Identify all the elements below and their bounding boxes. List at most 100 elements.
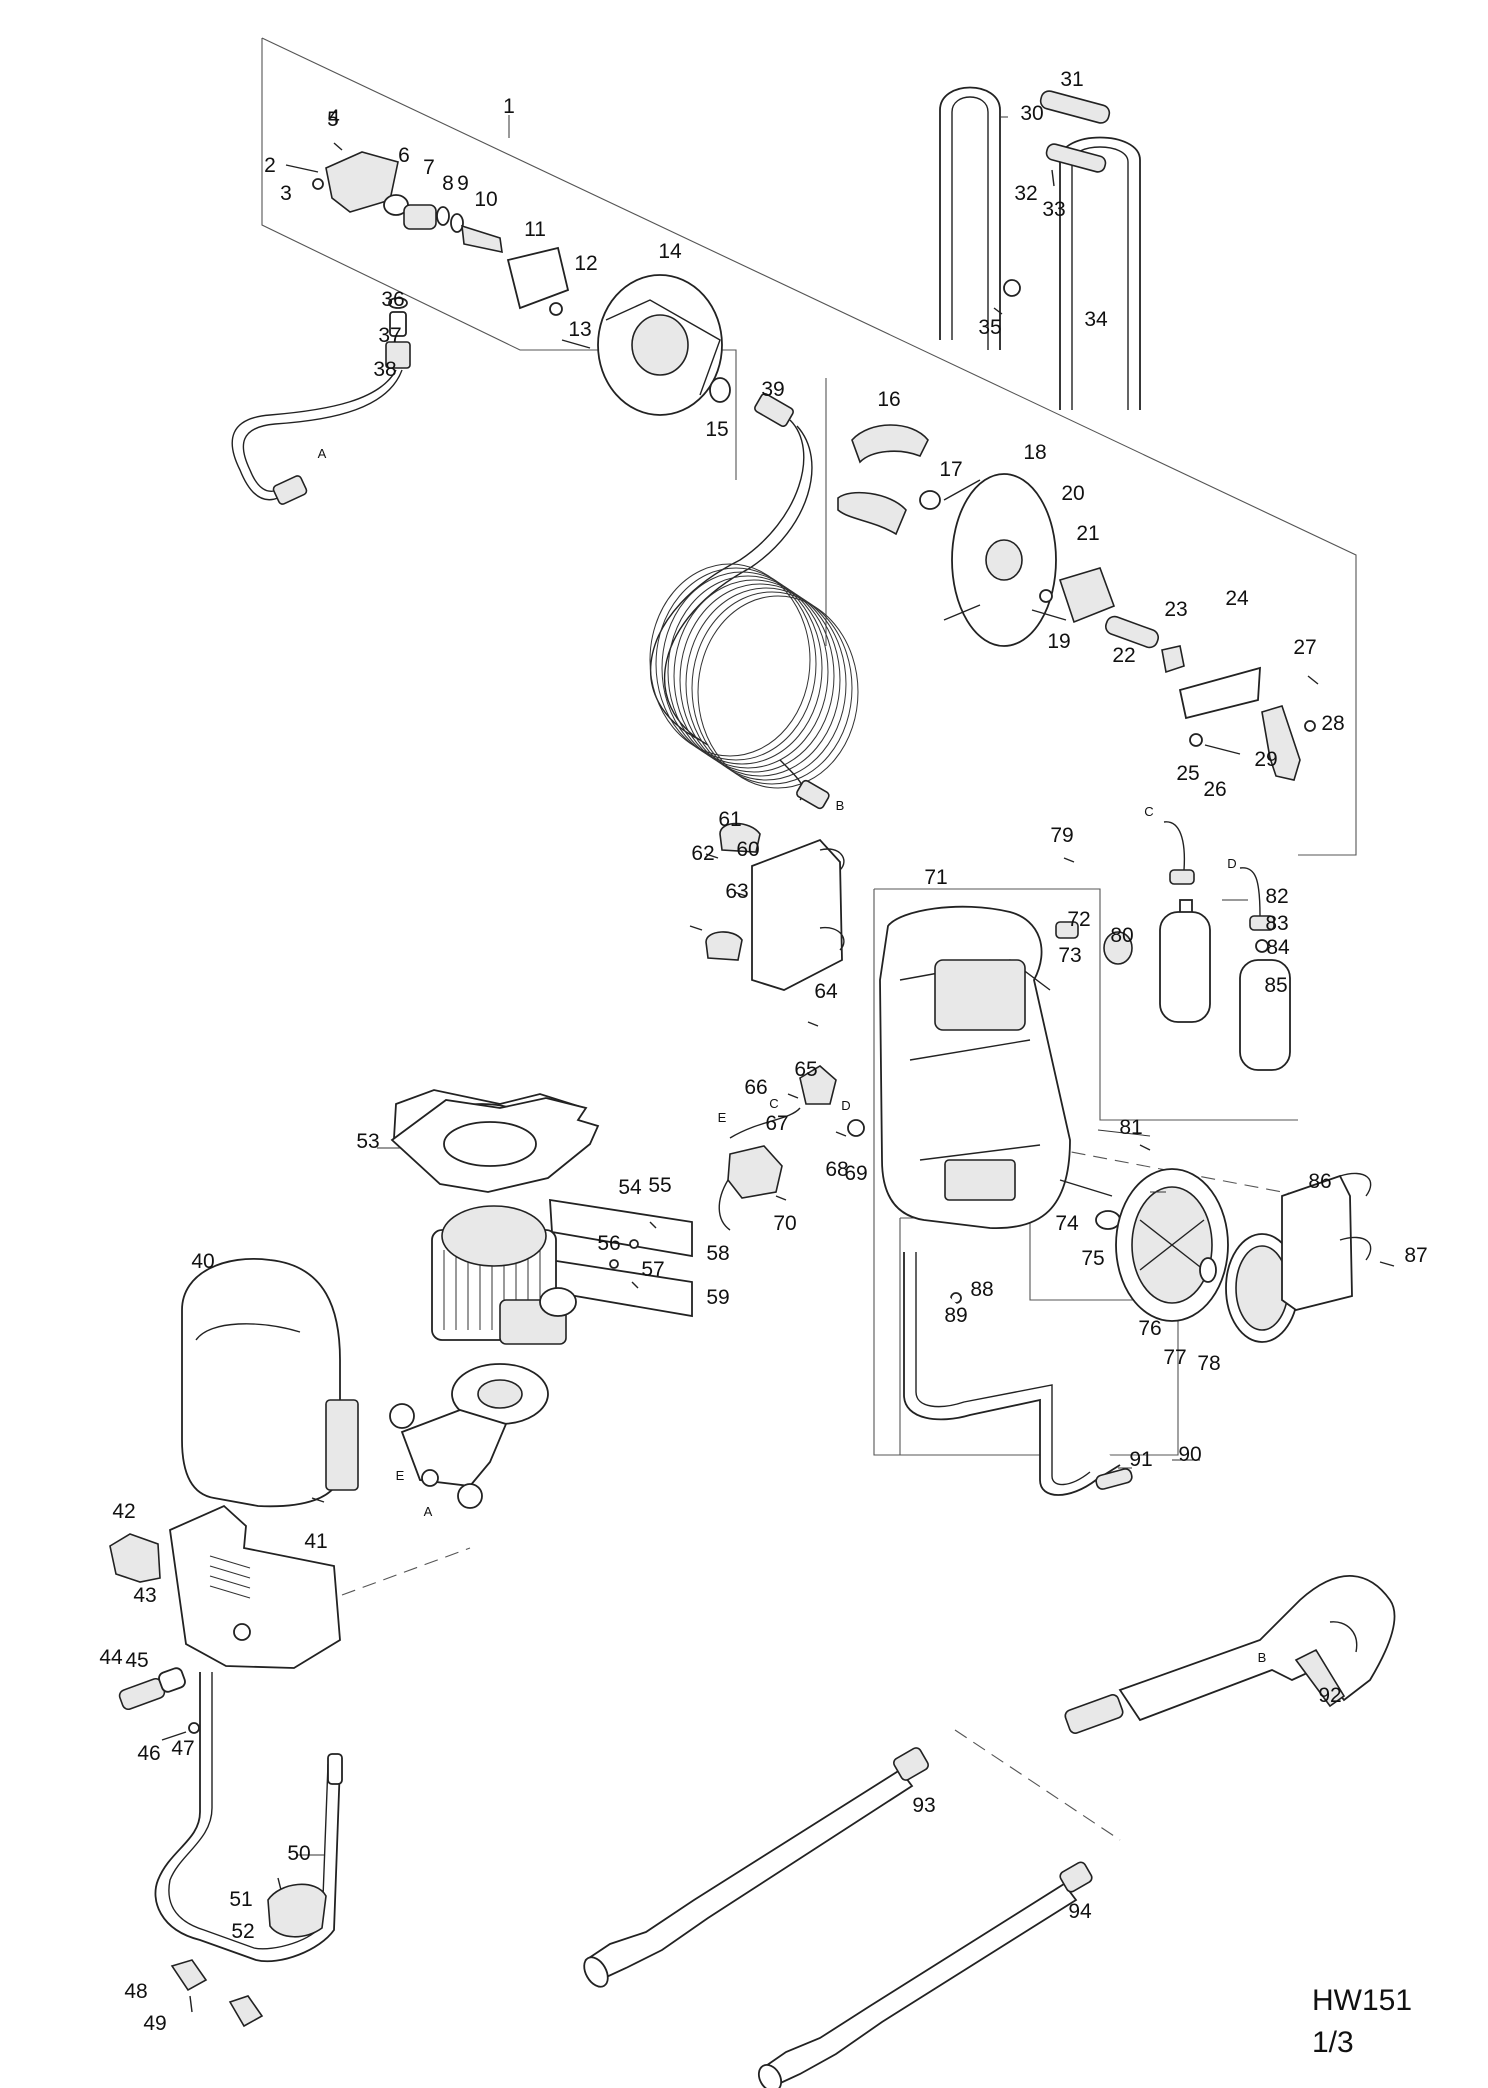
- part-label-58: 58: [706, 1242, 729, 1265]
- part-label-24: 24: [1225, 587, 1249, 610]
- part-label-1: 1: [503, 95, 515, 118]
- part-label-28: 28: [1321, 712, 1344, 735]
- part-label-15: 15: [705, 418, 728, 441]
- part-label-6: 6: [398, 144, 410, 167]
- part-label-67: 67: [765, 1112, 788, 1135]
- part-label-23: 23: [1164, 598, 1187, 621]
- part-label-43: 43: [133, 1584, 156, 1607]
- part-label-3: 3: [280, 182, 292, 205]
- connection-letter-c: C: [769, 1096, 778, 1111]
- part-label-7: 7: [423, 156, 435, 179]
- part-label-12: 12: [574, 252, 597, 275]
- part-label-84: 84: [1266, 936, 1290, 959]
- part-label-40: 40: [191, 1250, 214, 1273]
- part-label-11: 11: [524, 218, 546, 241]
- part-label-57: 57: [641, 1258, 664, 1281]
- handle-top-assembly: [939, 86, 1141, 410]
- part-label-56: 56: [597, 1232, 620, 1255]
- part-label-87: 87: [1404, 1244, 1427, 1267]
- lance-assemblies: [583, 1747, 1093, 2088]
- assembly-frames: [261, 37, 1357, 1841]
- inlet-hose-assembly: [231, 297, 411, 505]
- part-label-74: 74: [1055, 1212, 1079, 1235]
- part-label-89: 89: [944, 1304, 967, 1327]
- hose-coil-assembly: [649, 393, 859, 810]
- part-label-30: 30: [1020, 102, 1043, 125]
- detergent-bottles: [1103, 821, 1291, 1071]
- part-label-33: 33: [1042, 198, 1065, 221]
- part-label-47: 47: [171, 1737, 194, 1760]
- part-label-51: 51: [229, 1888, 252, 1911]
- part-label-44: 44: [99, 1646, 123, 1669]
- coupler-assembly: [118, 1667, 200, 1741]
- trigger-gun: [1064, 1575, 1396, 1734]
- part-label-36: 36: [381, 288, 404, 311]
- part-label-8: 8: [442, 172, 454, 195]
- part-label-48: 48: [124, 1980, 147, 2003]
- part-label-54: 54: [618, 1176, 642, 1199]
- part-label-71: 71: [924, 866, 947, 889]
- part-label-25: 25: [1176, 762, 1199, 785]
- leader-lines: [296, 115, 1248, 1856]
- part-label-52: 52: [231, 1920, 254, 1943]
- part-label-59: 59: [706, 1286, 729, 1309]
- part-label-18: 18: [1023, 441, 1046, 464]
- part-label-85: 85: [1264, 974, 1287, 997]
- part-label-82: 82: [1265, 885, 1288, 908]
- part-label-20: 20: [1061, 482, 1084, 505]
- part-label-35: 35: [978, 316, 1001, 339]
- main-housing: [879, 857, 1151, 1229]
- hose-bracket-assembly: [689, 822, 845, 1027]
- part-label-55: 55: [648, 1174, 671, 1197]
- model-number: HW151: [1312, 1984, 1412, 2017]
- part-label-81: 81: [1119, 1116, 1142, 1139]
- part-label-77: 77: [1163, 1346, 1186, 1369]
- part-label-68: 68: [825, 1158, 848, 1181]
- part-label-60: 60: [736, 838, 759, 861]
- part-label-73: 73: [1058, 944, 1081, 967]
- part-label-72: 72: [1067, 908, 1090, 931]
- part-label-70: 70: [773, 1212, 796, 1235]
- part-label-83: 83: [1265, 912, 1288, 935]
- part-label-34: 34: [1084, 308, 1108, 331]
- connection-letter-a: A: [318, 446, 327, 461]
- part-label-31: 31: [1060, 68, 1083, 91]
- part-label-41: 41: [304, 1530, 327, 1553]
- part-label-17: 17: [939, 458, 962, 481]
- connection-letter-d: D: [1227, 856, 1236, 871]
- part-label-37: 37: [378, 324, 401, 347]
- part-label-14: 14: [658, 240, 682, 263]
- part-label-79: 79: [1050, 824, 1073, 847]
- part-label-49: 49: [143, 2012, 166, 2035]
- part-label-86: 86: [1308, 1170, 1331, 1193]
- part-label-5: 5: [327, 108, 339, 131]
- part-label-64: 64: [814, 980, 838, 1003]
- lower-handle-assembly: [154, 1672, 343, 2028]
- part-label-39: 39: [761, 378, 784, 401]
- part-label-45: 45: [125, 1649, 148, 1672]
- part-label-2: 2: [264, 154, 276, 177]
- part-label-50: 50: [287, 1842, 310, 1865]
- handle-bracket: [1281, 1172, 1395, 1311]
- wheel-assembly: [1095, 1168, 1299, 1343]
- part-label-92: 92: [1318, 1684, 1341, 1707]
- part-label-46: 46: [137, 1742, 160, 1765]
- part-label-22: 22: [1112, 644, 1135, 667]
- switch-assembly: [718, 1065, 865, 1231]
- gasket: [390, 1097, 600, 1193]
- part-label-29: 29: [1254, 748, 1277, 771]
- lower-frame-assembly: [903, 1252, 1133, 1496]
- part-label-16: 16: [877, 388, 900, 411]
- part-label-91: 91: [1129, 1448, 1152, 1471]
- part-label-42: 42: [112, 1500, 135, 1523]
- part-label-4: 4: [328, 106, 340, 129]
- connection-letter-e: E: [718, 1110, 727, 1125]
- part-label-63: 63: [725, 880, 748, 903]
- part-label-61: 61: [718, 808, 741, 831]
- part-label-38: 38: [373, 358, 396, 381]
- part-label-66: 66: [744, 1076, 767, 1099]
- hose-reel-left-assembly: [285, 142, 731, 416]
- connection-letter-a: A: [424, 1504, 433, 1519]
